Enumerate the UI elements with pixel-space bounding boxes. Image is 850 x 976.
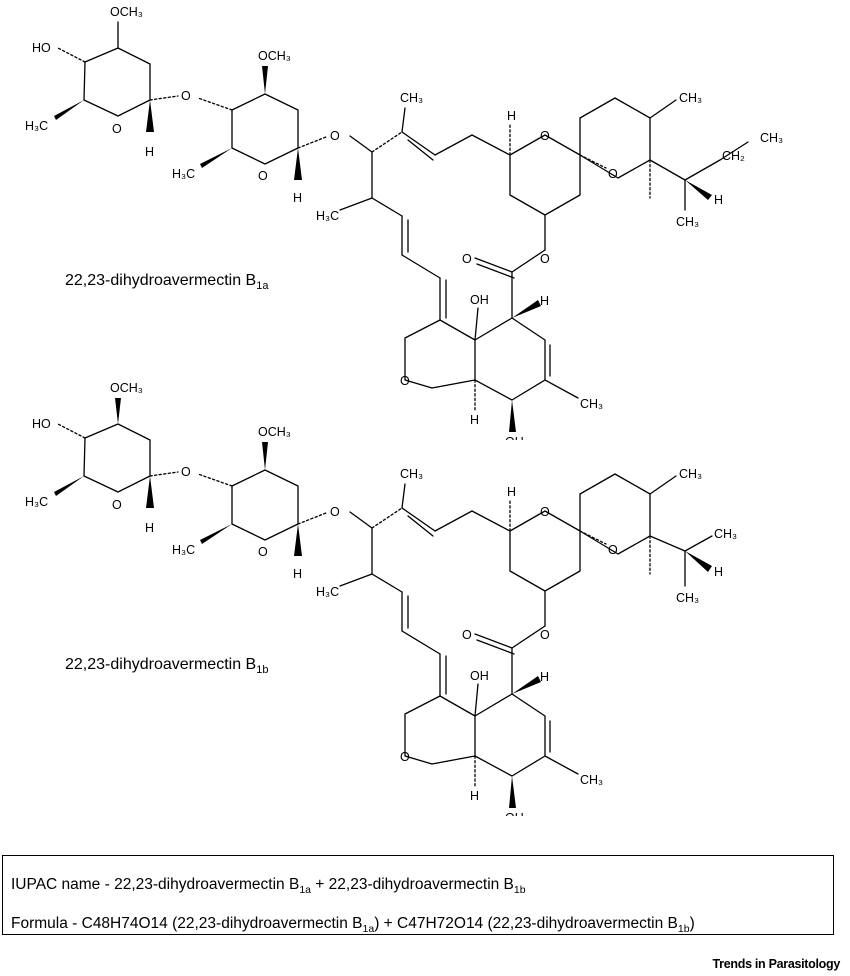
label: H: [507, 109, 516, 123]
label: O: [330, 505, 340, 519]
structure-b1b: OCH₃ HO H₃C O H O OCH₃ H₃C O H O CH₃ H₃C…: [25, 381, 737, 816]
caption-b1a: 22,23-dihydroavermectin B1a: [65, 272, 268, 292]
label: H: [470, 789, 479, 803]
caption-text: 22,23-dihydroavermectin B: [65, 656, 257, 673]
atom-labels: OCH₃ HO H₃C O H O OCH₃ H₃C O H O CH₃ H₃C…: [25, 381, 737, 816]
label: OCH₃: [110, 5, 143, 19]
bicyclic-core: [404, 676, 579, 808]
journal-name: Trends in Parasitology: [712, 957, 841, 971]
label: OH: [470, 293, 489, 307]
spiroketal: [474, 97, 749, 319]
label: O: [112, 122, 122, 136]
caption-b1b: 22,23-dihydroavermectin B1b: [65, 656, 268, 676]
label: H: [145, 521, 154, 535]
caption-subscript: 1b: [256, 664, 269, 677]
label: OH: [470, 669, 489, 683]
label: OCH₃: [258, 425, 291, 439]
iupac-subscript-a: 1a: [299, 884, 311, 897]
label: HO: [32, 41, 51, 55]
sugar-ring-2: [197, 66, 327, 180]
label: H: [293, 567, 302, 581]
label: H: [714, 565, 723, 579]
label: H₃C: [25, 119, 48, 133]
label: O: [181, 89, 191, 103]
formula-mid: ) + C47H72O14 (22,23-dihydroavermectin B: [374, 915, 678, 933]
label: H: [540, 294, 549, 308]
spiroketal: [474, 473, 713, 695]
label: H: [714, 193, 723, 207]
label: H: [540, 670, 549, 684]
label: O: [540, 252, 550, 266]
label: O: [400, 374, 410, 388]
label: O: [540, 628, 550, 642]
iupac-prefix: IUPAC name - 22,23-dihydroavermectin B: [11, 876, 300, 893]
label: H₃C: [172, 167, 195, 181]
formula-subscript-a: 1a: [362, 923, 375, 936]
label: O: [258, 169, 268, 183]
info-box: IUPAC name - 22,23-dihydroavermectin B1a…: [2, 855, 834, 935]
formula-subscript-b: 1b: [677, 923, 690, 936]
label: CH₃: [676, 591, 699, 605]
label: CH₂: [722, 149, 745, 163]
label: H₃C: [25, 495, 48, 509]
label: OCH₃: [258, 49, 291, 63]
bicyclic-core: [404, 300, 579, 432]
iupac-line: IUPAC name - 22,23-dihydroavermectin B1a…: [11, 868, 825, 907]
label: H₃C: [172, 543, 195, 557]
sugar-ring-2: [197, 442, 327, 556]
label: OCH₃: [110, 381, 143, 395]
label: H₃C: [316, 209, 339, 223]
label: OH: [505, 811, 524, 816]
atom-labels: OCH₃ HO H₃C O H O OCH₃ H₃C O H O CH₃ H₃C…: [25, 5, 783, 440]
formula-end: ): [689, 915, 695, 933]
label: O: [462, 628, 472, 642]
label: H₃C: [316, 585, 339, 599]
label: CH₃: [400, 467, 423, 481]
label: CH₃: [580, 773, 603, 787]
label: O: [330, 129, 340, 143]
label: O: [181, 465, 191, 479]
label: CH₃: [580, 397, 603, 411]
label: CH₃: [679, 467, 702, 481]
label: O: [608, 543, 618, 557]
formula-prefix: Formula - C48H74O14 (22,23-dihydroaverme…: [11, 915, 363, 933]
label: H: [145, 145, 154, 159]
label: O: [258, 545, 268, 559]
label: O: [462, 252, 472, 266]
label: CH₃: [714, 527, 737, 541]
caption-subscript: 1a: [256, 280, 269, 293]
label: O: [540, 505, 550, 519]
label: O: [112, 498, 122, 512]
structure-b1a: OCH₃ HO H₃C O H O OCH₃ H₃C O H O CH₃ H₃C…: [25, 5, 783, 440]
label: H: [507, 485, 516, 499]
label: CH₃: [676, 215, 699, 229]
label: O: [400, 750, 410, 764]
sugar-ring-1: [54, 21, 179, 132]
label: O: [540, 129, 550, 143]
iupac-mid: + 22,23-dihydroavermectin B: [311, 876, 514, 893]
label: CH₃: [400, 91, 423, 105]
caption-text: 22,23-dihydroavermectin B: [65, 272, 257, 289]
macrocycle: [339, 483, 511, 697]
macrocycle: [339, 107, 511, 321]
iupac-subscript-b: 1b: [513, 884, 526, 897]
sugar-ring-1: [54, 398, 179, 508]
label: OH: [505, 435, 524, 440]
label: HO: [32, 417, 51, 431]
label: CH₃: [760, 131, 783, 145]
label: H: [470, 413, 479, 427]
label: O: [608, 167, 618, 181]
label: H: [293, 191, 302, 205]
formula-line: Formula - C48H74O14 (22,23-dihydroaverme…: [11, 907, 825, 946]
label: CH₃: [679, 91, 702, 105]
